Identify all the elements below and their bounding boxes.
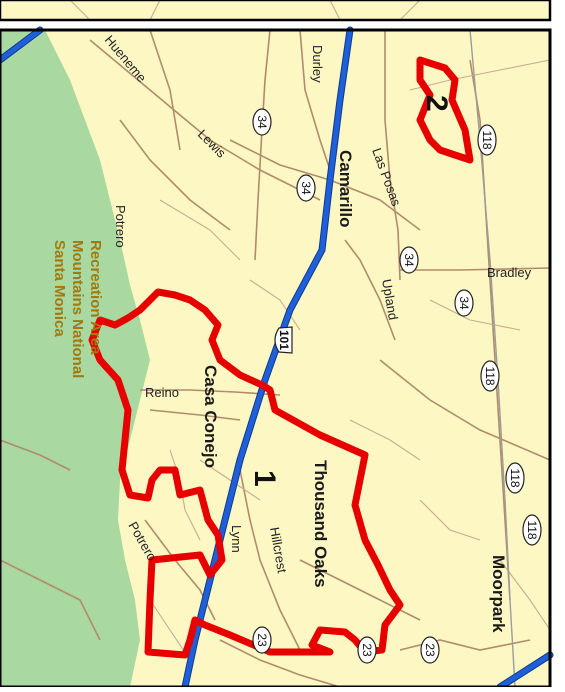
route-34-shield: 34 (454, 289, 474, 317)
street-label-lynn: Lynn (229, 525, 244, 553)
svg-text:34: 34 (402, 253, 416, 267)
upper-map-land (0, 0, 550, 20)
svg-text:118: 118 (480, 130, 494, 149)
district-number-2: 2 (420, 95, 453, 112)
street-label-durley: Durley (310, 45, 325, 83)
svg-text:23: 23 (423, 643, 437, 657)
park-label: Santa Monica Mountains National Recreati… (51, 240, 104, 378)
city-label-camarillo: Camarillo (336, 150, 355, 227)
upper-map-strip (0, 0, 552, 22)
route-34-shield: 34 (252, 108, 272, 136)
city-label-moorpark: Moorpark (489, 555, 508, 633)
us-101-shield: 101 (274, 326, 293, 354)
svg-text:101: 101 (277, 330, 291, 350)
street-label-potrero-north: Potrero (113, 205, 128, 248)
upper-map-frame (0, 0, 552, 22)
svg-text:118: 118 (525, 520, 539, 539)
route-34-shield: 34 (296, 174, 316, 202)
park-label-line3: Recreation Area (87, 240, 104, 355)
svg-text:34: 34 (255, 115, 269, 129)
park-label-line1: Santa Monica (51, 240, 68, 337)
svg-text:118: 118 (483, 366, 497, 385)
main-map: Santa Monica Mountains National Recreati… (0, 26, 554, 691)
route-118-shield: 118 (480, 360, 500, 392)
svg-text:23: 23 (255, 633, 269, 647)
route-23-shield: 23 (252, 626, 272, 654)
svg-text:34: 34 (299, 181, 313, 195)
street-label-reino: Reino (145, 385, 179, 400)
city-label-thousand-oaks: Thousand Oaks (311, 460, 330, 588)
route-23-shield: 23 (420, 636, 440, 664)
district-2-outline (416, 56, 474, 164)
district-1-outline (88, 288, 404, 659)
route-118-shield: 118 (477, 124, 497, 156)
svg-text:118: 118 (508, 468, 522, 487)
route-23-shield: 23 (357, 636, 377, 664)
route-118-shield: 118 (522, 514, 542, 546)
street-label-upland: Upland (379, 278, 401, 321)
street-label-bradley: Bradley (487, 265, 532, 280)
freeway-us101 (0, 26, 554, 691)
route-34-shield: 34 (399, 246, 419, 274)
upper-map-roads (69, 0, 421, 21)
district-number-1: 1 (248, 470, 281, 487)
park-area (0, 30, 150, 687)
svg-text:34: 34 (457, 296, 471, 310)
route-118-shield: 118 (505, 462, 525, 494)
svg-text:23: 23 (360, 643, 374, 657)
park-label-line2: Mountains National (69, 240, 86, 378)
city-label-casa-conejo: Casa Conejo (201, 365, 220, 468)
